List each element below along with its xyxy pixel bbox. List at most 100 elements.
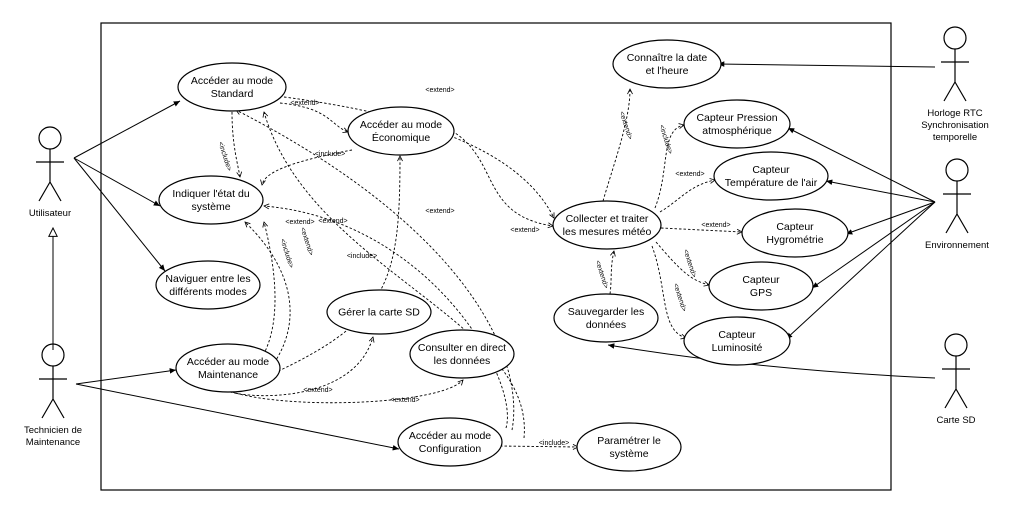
stereotype-label: <extend> [390, 397, 419, 404]
assoc-horloge-date [717, 61, 936, 68]
actor-label: Carte SD [936, 415, 975, 426]
actor-utilisateur: Utilisateur [29, 126, 71, 219]
use-case-collecter-ellipse [552, 200, 662, 250]
dependency-arrow [651, 245, 686, 338]
system-boundary [100, 22, 892, 491]
use-case-label: Collecter et traiter [566, 213, 649, 225]
dependency-arrow [609, 251, 614, 295]
stereotype-label: <include> [347, 253, 377, 260]
dependency-arrow [279, 102, 348, 132]
dependency-arrow [283, 96, 554, 218]
actor-body [941, 49, 969, 102]
stereotype-label: <extend> [303, 387, 332, 394]
use-case-label: différents modes [169, 286, 246, 298]
actor-head [943, 26, 967, 50]
dependency-arrow [654, 125, 684, 209]
use-case-label: les données [434, 355, 491, 367]
actor-label: Maintenance [26, 437, 80, 448]
use-case-label: Gérer la carte SD [338, 307, 420, 319]
assoc-env-temperature [825, 179, 936, 203]
use-case-label: Standard [211, 88, 254, 100]
use-case-hygrometrie-ellipse [741, 208, 849, 258]
stereotype-label: <include> [539, 440, 569, 447]
stereotype-label: <include> [657, 124, 673, 155]
stereotype-label: <include> [315, 151, 345, 158]
dependency-arrow [451, 130, 553, 226]
use-case-label: Indiquer l'état du [172, 188, 249, 200]
associations [53, 61, 936, 451]
actor-label: Environnement [925, 240, 989, 251]
actor-head [38, 126, 62, 150]
use-case-consulter-ellipse [409, 329, 515, 379]
use-case-naviguer-ellipse [155, 260, 261, 310]
stereotype-label: <extend> [701, 222, 730, 229]
use-case-label: Capteur [752, 164, 790, 176]
use-case-gerer-sd-ellipse [326, 289, 432, 335]
dependencies: <extend> <extend> <include> <include> <inclu… [216, 87, 742, 447]
assoc-utilisateur-naviguer [73, 157, 166, 272]
use-case-label: et l'heure [646, 65, 689, 77]
stereotype-label: <extend> [594, 260, 610, 290]
actor-label: Horloge RTC [927, 108, 982, 119]
stereotype-label: <extend> [618, 111, 634, 141]
assoc-utilisateur-etat [73, 157, 161, 207]
assoc-technicien-configuration [75, 383, 400, 451]
use-case-label: données [586, 319, 626, 331]
use-case-label: Température de l'air [725, 177, 818, 189]
assoc-env-hygrometrie [845, 201, 936, 235]
stereotype-label: <extend> [299, 227, 315, 257]
use-case-standard-ellipse [177, 62, 287, 112]
use-case-label: GPS [750, 287, 772, 299]
use-case-label: Accéder au mode [191, 75, 273, 87]
assoc-env-gps [811, 201, 936, 289]
use-case-sauvegarder-ellipse [553, 293, 659, 343]
use-case-label: Accéder au mode [409, 430, 491, 442]
use-case-maintenance-ellipse [175, 343, 281, 393]
actor-body [39, 366, 67, 419]
use-case-label: Consulter en direct [418, 342, 506, 354]
stereotype-label: <include> [216, 141, 232, 172]
actor-label: Synchronisation [921, 120, 989, 131]
actor-label: temporelle [933, 132, 977, 143]
use-case-label: Capteur [776, 221, 814, 233]
assoc-utilisateur-standard [73, 100, 181, 159]
use-case-label: Accéder au mode [360, 119, 442, 131]
use-case-label: Capteur [718, 329, 756, 341]
use-case-parametrer-ellipse [576, 422, 682, 472]
assoc-carte-sd-sauvegarder [607, 343, 936, 379]
dependency-arrow [264, 112, 525, 439]
stereotype-label: <extend> [510, 227, 539, 234]
use-case-label: Connaître la date [627, 52, 708, 64]
use-case-label: atmosphérique [702, 125, 772, 137]
actor-label: Technicien de [24, 425, 82, 436]
use-case-label: Hygrométrie [766, 234, 823, 246]
use-case-label: Accéder au mode [187, 356, 269, 368]
use-case-economique-ellipse [347, 106, 455, 156]
dependency-arrow [655, 241, 709, 285]
stereotype-label: <extend> [672, 283, 688, 313]
use-case-label: Capteur [742, 274, 780, 286]
stereotype-label: <include> [278, 238, 294, 269]
actor-carte-sd: Carte SD [936, 333, 976, 426]
assoc-technicien-maintenance [75, 368, 177, 385]
dependency-arrow [660, 227, 742, 232]
actor-head [944, 333, 968, 357]
stereotype-label: <extend> [425, 208, 454, 215]
actor-body [36, 149, 64, 202]
dependency-arrow [255, 222, 276, 367]
dependency-arrow [602, 89, 630, 202]
use-case-etat-ellipse [158, 175, 264, 225]
